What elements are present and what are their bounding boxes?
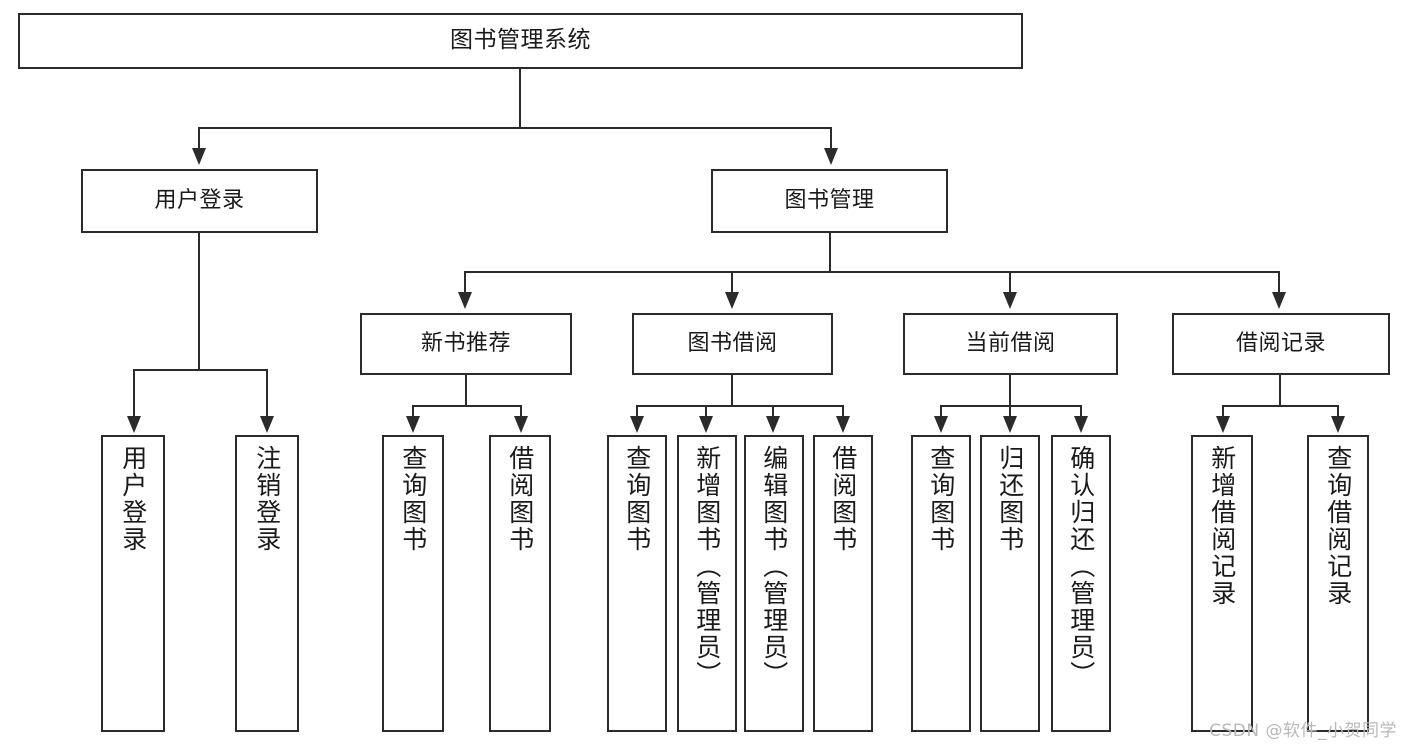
leaf-user-login-logout[interactable]: 注销登录 — [235, 435, 299, 732]
connector-bb-leg-4 — [842, 405, 844, 417]
node-label: 查询借阅记录 — [1323, 445, 1353, 607]
arrowhead-user-login-leaf-1 — [127, 416, 141, 433]
arrowhead-br-leaf-1 — [1216, 416, 1230, 433]
node-label: 查询图书 — [926, 445, 956, 553]
node-label: 新增借阅记录 — [1207, 445, 1237, 607]
node-label: 借阅记录 — [1235, 330, 1326, 356]
connector-bb-leg-3 — [772, 405, 774, 417]
node-label: 确认归还（管理员） — [1066, 445, 1096, 688]
connector-nbr-leg-2 — [520, 405, 522, 417]
node-borrow-record[interactable]: 借阅记录 — [1172, 313, 1390, 375]
node-label: 借阅图书 — [505, 445, 535, 553]
node-label: 查询图书 — [398, 445, 428, 553]
arrowhead-br-leaf-2 — [1331, 416, 1345, 433]
arrowhead-user-login-leaf-2 — [260, 416, 274, 433]
connector-cb-stem — [1009, 375, 1011, 407]
connector-root-leg-left — [198, 127, 200, 149]
connector-bb-leg-1 — [636, 405, 638, 417]
arrowhead-to-current-borrow — [1003, 292, 1017, 309]
arrowhead-to-book-management — [824, 148, 838, 165]
connector-bb-leg-2 — [705, 405, 707, 417]
connector-user-login-leg-1 — [133, 369, 135, 417]
arrowhead-to-new-book-recommend — [458, 292, 472, 309]
connector-bm-leg-4 — [1278, 271, 1280, 293]
connector-bm-leg-1 — [464, 271, 466, 293]
leaf-br-add-record[interactable]: 新增借阅记录 — [1191, 435, 1253, 732]
node-label: 编辑图书（管理员） — [759, 445, 789, 688]
node-label: 当前借阅 — [965, 330, 1056, 356]
node-label: 用户登录 — [118, 445, 148, 553]
node-root-system[interactable]: 图书管理系统 — [18, 13, 1023, 69]
connector-root-bar — [198, 127, 832, 129]
arrowhead-to-borrow-record — [1272, 292, 1286, 309]
arrowhead-cb-leaf-1 — [934, 416, 948, 433]
leaf-bb-add-book-admin[interactable]: 新增图书（管理员） — [677, 435, 737, 732]
node-user-login[interactable]: 用户登录 — [81, 169, 318, 233]
connector-cb-bar — [940, 405, 1082, 407]
connector-cb-leg-3 — [1080, 405, 1082, 417]
csdn-watermark: CSDN @软件_小贺同学 — [1209, 721, 1397, 741]
node-label: 归还图书 — [995, 445, 1025, 553]
node-label: 图书管理系统 — [450, 27, 591, 54]
connector-book-management-bar — [464, 271, 1280, 273]
connector-user-login-bar — [133, 369, 268, 371]
arrowhead-nbr-leaf-1 — [406, 416, 420, 433]
arrowhead-to-user-login — [192, 148, 206, 165]
connector-br-leg-1 — [1222, 405, 1224, 417]
node-label: 图书借阅 — [687, 330, 778, 356]
connector-bm-leg-2 — [731, 271, 733, 293]
connector-book-management-stem — [829, 233, 831, 273]
connector-nbr-bar — [412, 405, 522, 407]
arrowhead-cb-leaf-3 — [1074, 416, 1088, 433]
node-label: 新增图书（管理员） — [692, 445, 722, 688]
node-current-borrow[interactable]: 当前借阅 — [903, 313, 1118, 375]
connector-cb-leg-1 — [940, 405, 942, 417]
connector-user-login-stem — [198, 233, 200, 370]
connector-bb-stem — [731, 375, 733, 407]
leaf-cb-query-book[interactable]: 查询图书 — [911, 435, 971, 732]
node-book-borrow[interactable]: 图书借阅 — [632, 313, 833, 375]
connector-root-leg-right — [830, 127, 832, 149]
arrowhead-cb-leaf-2 — [1003, 416, 1017, 433]
leaf-bb-borrow-book[interactable]: 借阅图书 — [813, 435, 873, 732]
node-label: 查询图书 — [622, 445, 652, 553]
leaf-bb-query-book[interactable]: 查询图书 — [607, 435, 667, 732]
arrowhead-bb-leaf-3 — [766, 416, 780, 433]
leaf-cb-confirm-return-admin[interactable]: 确认归还（管理员） — [1051, 435, 1111, 732]
connector-br-bar — [1222, 405, 1339, 407]
leaf-br-query-record[interactable]: 查询借阅记录 — [1307, 435, 1369, 732]
leaf-user-login-login[interactable]: 用户登录 — [101, 435, 165, 732]
arrowhead-bb-leaf-4 — [836, 416, 850, 433]
leaf-nbr-query-book[interactable]: 查询图书 — [382, 435, 444, 732]
node-label: 图书管理 — [784, 187, 875, 213]
connector-cb-leg-2 — [1009, 405, 1011, 417]
leaf-nbr-borrow-book[interactable]: 借阅图书 — [489, 435, 551, 732]
arrowhead-nbr-leaf-2 — [514, 416, 528, 433]
arrowhead-to-book-borrow — [725, 292, 739, 309]
connector-nbr-leg-1 — [412, 405, 414, 417]
connector-br-leg-2 — [1337, 405, 1339, 417]
connector-nbr-stem — [465, 375, 467, 407]
connector-bb-bar — [636, 405, 844, 407]
arrowhead-bb-leaf-1 — [630, 416, 644, 433]
connector-user-login-leg-2 — [266, 369, 268, 417]
arrowhead-bb-leaf-2 — [699, 416, 713, 433]
leaf-bb-edit-book-admin[interactable]: 编辑图书（管理员） — [744, 435, 804, 732]
node-label: 注销登录 — [252, 445, 282, 553]
connector-bm-leg-3 — [1009, 271, 1011, 293]
leaf-cb-return-book[interactable]: 归还图书 — [980, 435, 1040, 732]
connector-root-stem — [519, 69, 521, 128]
connector-br-stem — [1279, 375, 1281, 407]
node-label: 用户登录 — [154, 187, 245, 213]
node-label: 新书推荐 — [420, 330, 511, 356]
node-new-book-recommend[interactable]: 新书推荐 — [360, 313, 572, 375]
node-book-management[interactable]: 图书管理 — [711, 169, 948, 233]
node-label: 借阅图书 — [828, 445, 858, 553]
